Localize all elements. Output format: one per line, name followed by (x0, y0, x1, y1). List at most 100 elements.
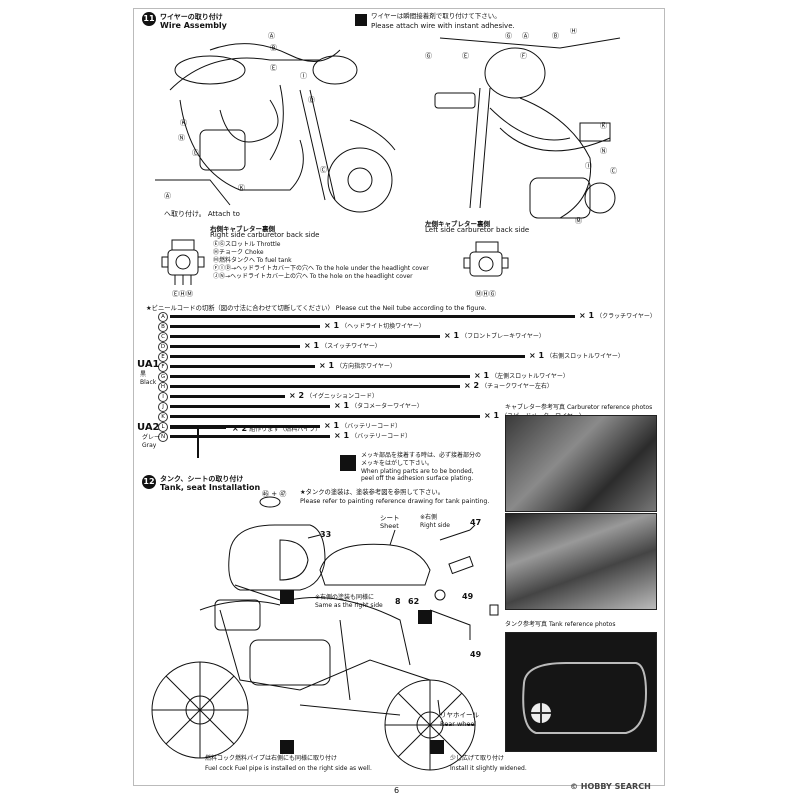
wire-label: × 1（クラッチワイヤー） (579, 311, 656, 320)
widen-note-jp: 少し広げて取り付け (450, 755, 505, 762)
step-11-title-jp: ワイヤーの取り付け (160, 13, 223, 21)
svg-text:Ⓑ: Ⓑ (552, 32, 559, 40)
left-carburetor-sketch (463, 241, 509, 277)
wire-cut-note: ★ビニールコードの切断（図の寸法に合わせて切断してください） Please cu… (146, 305, 487, 312)
wire-label: × 1（タコメーターワイヤー） (334, 401, 423, 410)
tank-note-jp: ★タンクの塗装は、塗装参考図を参照して下さい。 (300, 489, 444, 496)
part-49-b: 49 (470, 650, 482, 659)
left-carb-title-en: Left side carburetor back side (425, 226, 530, 234)
svg-text:Ⓚ: Ⓚ (600, 122, 607, 130)
widen-note-en: Install it slightly widened. (450, 765, 527, 772)
right-carb-title-jp: 右側キャブレター裏側 (210, 225, 275, 233)
plating-note-jp: メッキ部品を接着する時は、必ず接着部分のメッキをはがして下さい。 (361, 452, 482, 467)
ua2-desc: 組作ります（燃料パイプ） (249, 426, 322, 433)
ua2-qty: × 2 (232, 424, 248, 433)
wire-cut-bar (170, 355, 525, 358)
wire-label: × 1（方向指示ワイヤー） (319, 361, 396, 370)
wire-cut-bar (170, 385, 460, 388)
svg-text:Ⓛ: Ⓛ (192, 149, 199, 157)
tank-seat-illustration (151, 496, 499, 771)
ua2-fuel-pipe-diagram (170, 427, 226, 458)
part-49-a: 49 (462, 592, 474, 601)
plating-note-en2: peel off the adhesion surface plating. (361, 475, 474, 483)
svg-text:Ⓘ: Ⓘ (585, 162, 592, 170)
svg-text:Ⓓ: Ⓓ (308, 96, 315, 104)
carb-legend-line: Ⓜ燃料タンクへ To fuel tank (213, 257, 292, 265)
wire-label: × 1（ヘッドライト切換ワイヤー） (324, 321, 425, 330)
page-number: 6 (394, 786, 400, 795)
ua2-spec: × 2 組作ります（燃料パイプ） (232, 424, 321, 434)
wire-qty: × 2 (464, 381, 480, 390)
ua1-label: UA1 (137, 359, 160, 370)
wire-cut-bar (170, 345, 300, 348)
left-carb-title-jp: 左側キャブレター裏側 (425, 220, 490, 228)
wire-name: （クラッチワイヤー） (596, 313, 656, 320)
tank-photos-title: タンク参考写真 Tank reference photos (505, 621, 615, 629)
tank-photos-title-jp: タンク参考写真 (505, 621, 548, 628)
wire-letter: J (158, 402, 168, 412)
wire-qty: × 1 (304, 341, 320, 350)
wire-name: （チョークワイヤー左右） (481, 383, 553, 390)
wire-label: × 2（イグニッションコード） (289, 391, 378, 400)
step-12-badge: 12 (142, 475, 156, 489)
wire-letter: A (158, 312, 168, 322)
part-47: 47 (470, 518, 482, 527)
svg-text:Ⓔ: Ⓔ (462, 52, 469, 60)
wire-label: × 1（左側スロットルワイヤー） (474, 371, 569, 380)
right-carb-letters: ⒺⒽⓂ (172, 290, 193, 298)
ua2-label: UA2 (137, 422, 160, 433)
wire-qty: × 1 (334, 401, 350, 410)
svg-text:Ⓐ: Ⓐ (164, 192, 171, 200)
svg-text:Ⓔ: Ⓔ (270, 64, 277, 72)
wire-cut-bar (170, 315, 575, 318)
wire-label: × 2（チョークワイヤー左右） (464, 381, 553, 390)
wire-letter: G (158, 372, 168, 382)
tank-photo-art (522, 662, 648, 734)
wire-qty: × 1 (319, 361, 335, 370)
ua2-color-en: Gray (142, 442, 157, 449)
plating-note: メッキ部品を接着する時は、必ず接着部分のメッキをはがして下さい。 When pl… (361, 452, 481, 483)
ua2-color-jp: グレー (142, 434, 161, 441)
carb-legend-line: ⒺⒼスロットル Throttle (213, 241, 281, 248)
same-right-en: Same as the right side (315, 602, 383, 609)
svg-text:Ⓒ: Ⓒ (320, 166, 327, 174)
page-border (133, 8, 665, 786)
wire-qty: × 1 (324, 321, 340, 330)
adhesive-note-jp: ワイヤーは瞬間接着剤で取り付けて下さい。 (371, 12, 501, 20)
carb-photo-bottom (505, 513, 657, 610)
wire-cut-bar (170, 375, 470, 378)
wire-name: （イグニッションコード） (306, 393, 378, 400)
step-11-badge: 11 (142, 12, 156, 26)
wire-name: （フロントブレーキワイヤー） (461, 333, 545, 340)
wire-letter: E (158, 352, 168, 362)
wire-qty: × 2 (289, 391, 305, 400)
wire-name: （右側スロットルワイヤー） (546, 353, 624, 360)
svg-text:Ⓖ: Ⓖ (425, 52, 432, 60)
svg-text:Ⓐ: Ⓐ (522, 32, 529, 40)
wire-name: （タコメーターワイヤー） (351, 403, 423, 410)
carb-photos-title: キャブレター参考写真 Carburetor reference photos (505, 404, 652, 412)
part-8: 8 (395, 597, 401, 606)
svg-text:Ⓗ: Ⓗ (570, 28, 577, 35)
wire-name: （スイッチワイヤー） (321, 343, 381, 350)
svg-text:Ⓚ: Ⓚ (238, 184, 245, 192)
wire-qty: × 1 (474, 371, 490, 380)
wire-letter: D (158, 342, 168, 352)
tank-parts-top: ㊻ + ㊼ (262, 490, 287, 498)
tank-photo (505, 632, 657, 752)
wire-cut-bar (170, 435, 330, 438)
watermark: © HOBBY SEARCH (570, 782, 651, 791)
wire-name: （ヘッドライト切換ワイヤー） (341, 323, 425, 330)
wire-label: × 1（フロントブレーキワイヤー） (444, 331, 545, 340)
wire-cut-note-jp: ★ビニールコードの切断（図の寸法に合わせて切断してください） (146, 305, 334, 312)
wire-qty: × 1 (529, 351, 545, 360)
wire-letter: L (158, 422, 168, 432)
wire-label: × 1（スイッチワイヤー） (304, 341, 381, 350)
step-12-title-en: Tank, seat Installation (160, 483, 261, 492)
wire-cut-bar (170, 365, 315, 368)
wire-qty: × 1 (334, 431, 350, 440)
attach-note: へ取り付け。 Attach to (164, 210, 240, 218)
wire-qty: × 1 (579, 311, 595, 320)
same-right-jp: ※右側の塗装も同様に (315, 594, 375, 601)
